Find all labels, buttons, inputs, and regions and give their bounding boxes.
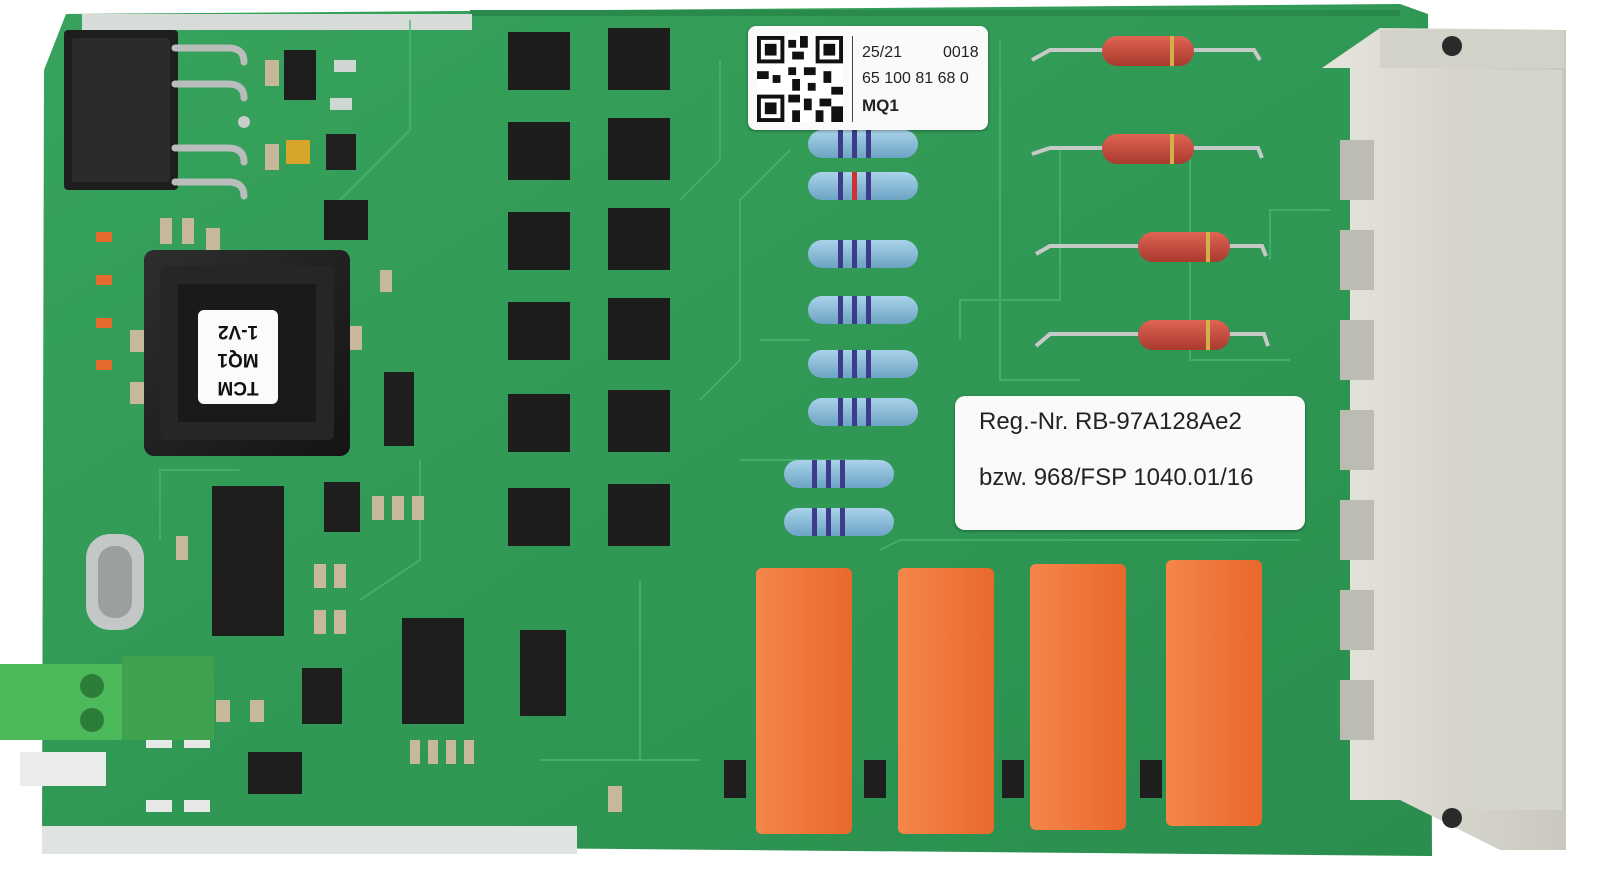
label-divider [852,36,853,122]
optocoupler-array [508,28,670,546]
registration-number: Reg.-Nr. RB-97A128Ae2 [979,408,1242,435]
label-part-number: 65 100 81 68 0 [862,70,969,87]
chip-label: TCM MQ1 1-V2 [198,310,278,404]
chip-label-line-3: 1-V2 [217,321,259,342]
label-serial: 0018 [943,44,979,61]
smd-components [86,50,1162,812]
registration-label: Reg.-Nr. RB-97A128Ae2 bzw. 968/FSP 1040.… [955,396,1305,530]
edge-connector [1322,28,1566,850]
relays [756,560,1262,834]
screw-terminal-block [0,656,214,786]
chip-label-line-1: TCM [217,377,259,398]
label-batch: 25/21 [862,44,903,61]
label-model: MQ1 [862,96,899,115]
qr-product-label: 25/21 0018 65 100 81 68 0 MQ1 [748,26,988,130]
blue-resistors [784,130,918,536]
pcb-traces [159,20,1330,761]
red-power-resistors [1031,36,1270,350]
chip-label-line-2: MQ1 [217,349,259,370]
pin-header-connector [64,30,250,200]
registration-reference: bzw. 968/FSP 1040.01/16 [979,464,1254,491]
qr-code-icon [757,36,843,122]
